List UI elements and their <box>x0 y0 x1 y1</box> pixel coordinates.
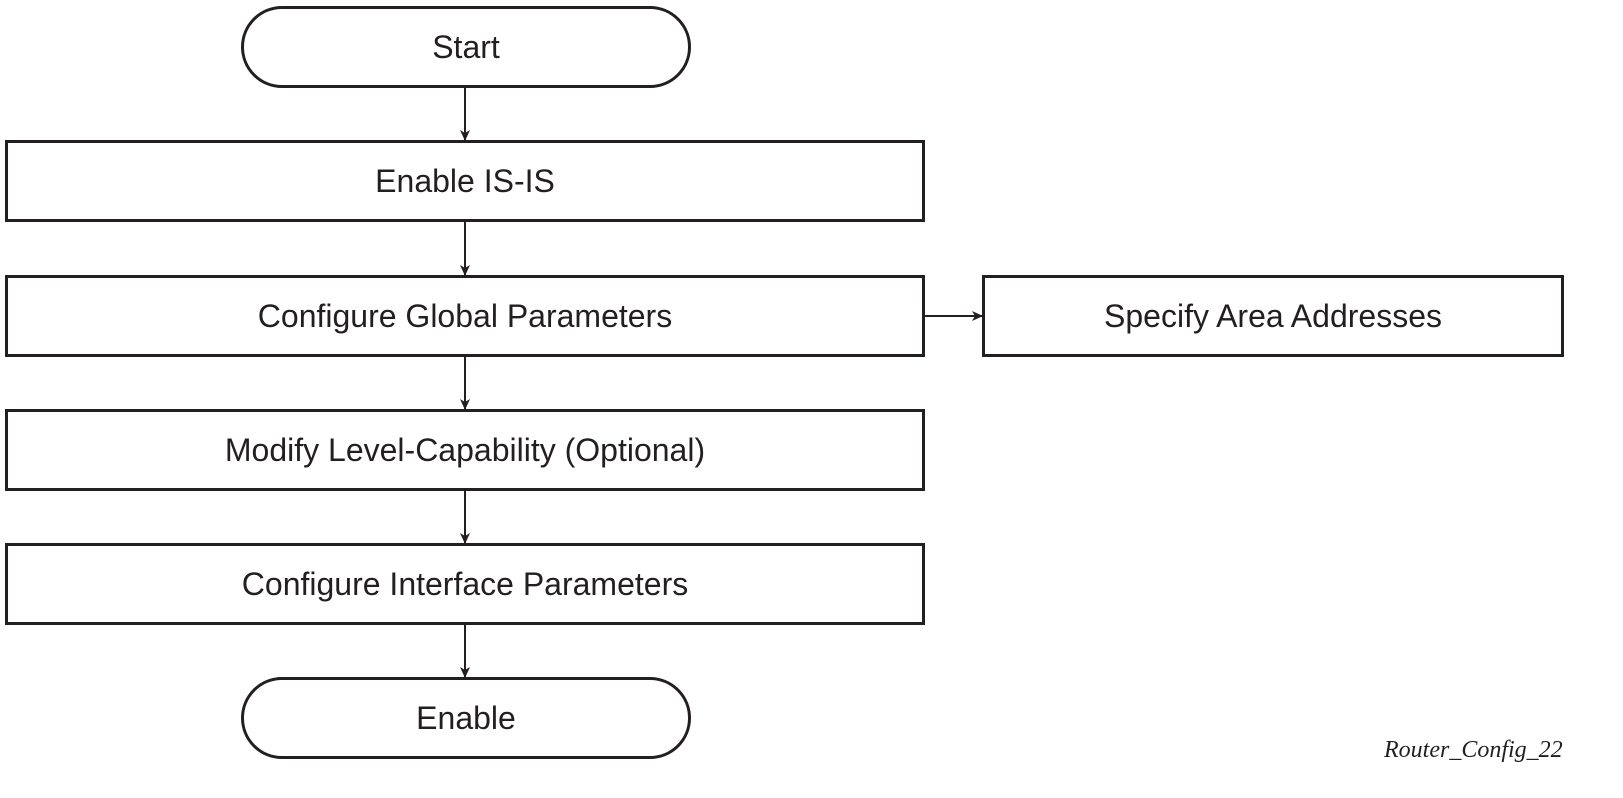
configure-interface-parameters-node: Configure Interface Parameters <box>5 543 925 625</box>
start-node: Start <box>241 6 691 88</box>
enable-node: Enable <box>241 677 691 759</box>
configure-global-parameters-node: Configure Global Parameters <box>5 275 925 357</box>
specify-area-addresses-node: Specify Area Addresses <box>982 275 1564 357</box>
figure-id: Router_Config_22 <box>1384 737 1563 763</box>
edge-layer <box>460 88 983 678</box>
enable-isis-node: Enable IS-IS <box>5 140 925 222</box>
modify-level-capability-node: Modify Level-Capability (Optional) <box>5 409 925 491</box>
